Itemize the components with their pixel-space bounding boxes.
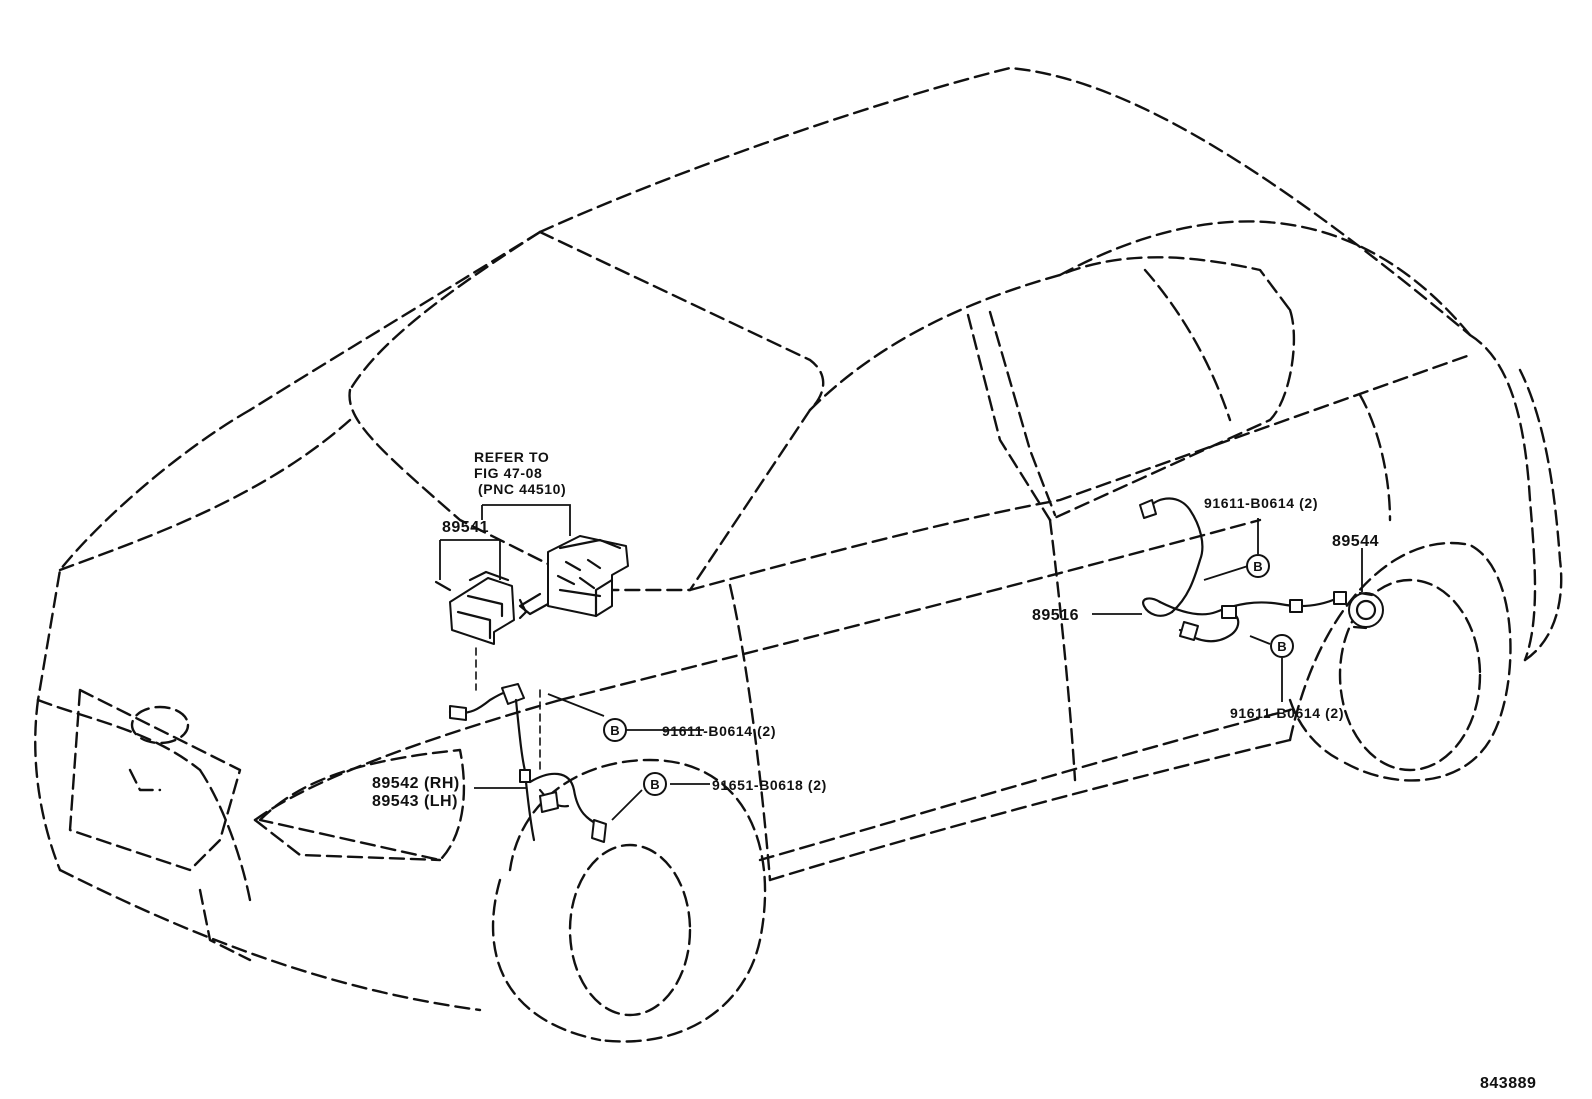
- refer-note-line1: REFER TO: [474, 449, 549, 465]
- refer-note: REFER TO FIG 47-08 (PNC 44510): [474, 449, 566, 497]
- illustration-number: 843889: [1480, 1075, 1536, 1092]
- refer-note-line3: (PNC 44510): [478, 481, 566, 497]
- part-label-89516: 89516: [1032, 607, 1079, 624]
- abs-actuator-assembly: [518, 535, 629, 618]
- part-label-89542-rh: 89542 (RH): [372, 775, 460, 792]
- leader-lines: [439, 504, 1363, 821]
- part-label-89543-lh: 89543 (LH): [372, 793, 458, 810]
- rear-speed-sensor-harness-89516: [1139, 497, 1347, 643]
- fastener-label-rear-lower: 91611-B0614 (2): [1230, 705, 1344, 721]
- rear-sensor-ring-89544: [1348, 591, 1384, 630]
- refer-note-line2: FIG 47-08: [474, 465, 542, 481]
- part-label-89541: 89541: [442, 519, 489, 536]
- vehicle-outline: [34, 66, 1563, 1043]
- fastener-callout-front-lower: B 91651-B0618 (2): [643, 772, 827, 796]
- bolt-marker-letter: B: [1253, 559, 1262, 574]
- fastener-label-front-upper: 91611-B0614 (2): [662, 723, 776, 739]
- front-speed-sensor-89542-89543: [448, 683, 607, 843]
- fastener-callout-front-upper: B 91611-B0614 (2): [603, 718, 776, 742]
- part-label-89544: 89544: [1332, 533, 1379, 550]
- bolt-marker-icon: [1270, 634, 1294, 658]
- fastener-label-front-lower: 91651-B0618 (2): [712, 777, 827, 793]
- fastener-label-rear-upper: 91611-B0614 (2): [1204, 495, 1318, 511]
- abs-ecu-89541: [434, 570, 528, 645]
- bolt-marker-icon: [643, 772, 667, 796]
- bolt-marker-letter: B: [1277, 639, 1286, 654]
- bolt-marker-icon: [603, 718, 627, 742]
- fastener-callout-rear-upper: 91611-B0614 (2) B: [1204, 495, 1318, 578]
- fastener-callout-rear-lower: B 91611-B0614 (2): [1230, 634, 1344, 721]
- bolt-marker-icon: [1246, 554, 1270, 578]
- bolt-marker-letter: B: [650, 777, 659, 792]
- bolt-marker-letter: B: [610, 723, 619, 738]
